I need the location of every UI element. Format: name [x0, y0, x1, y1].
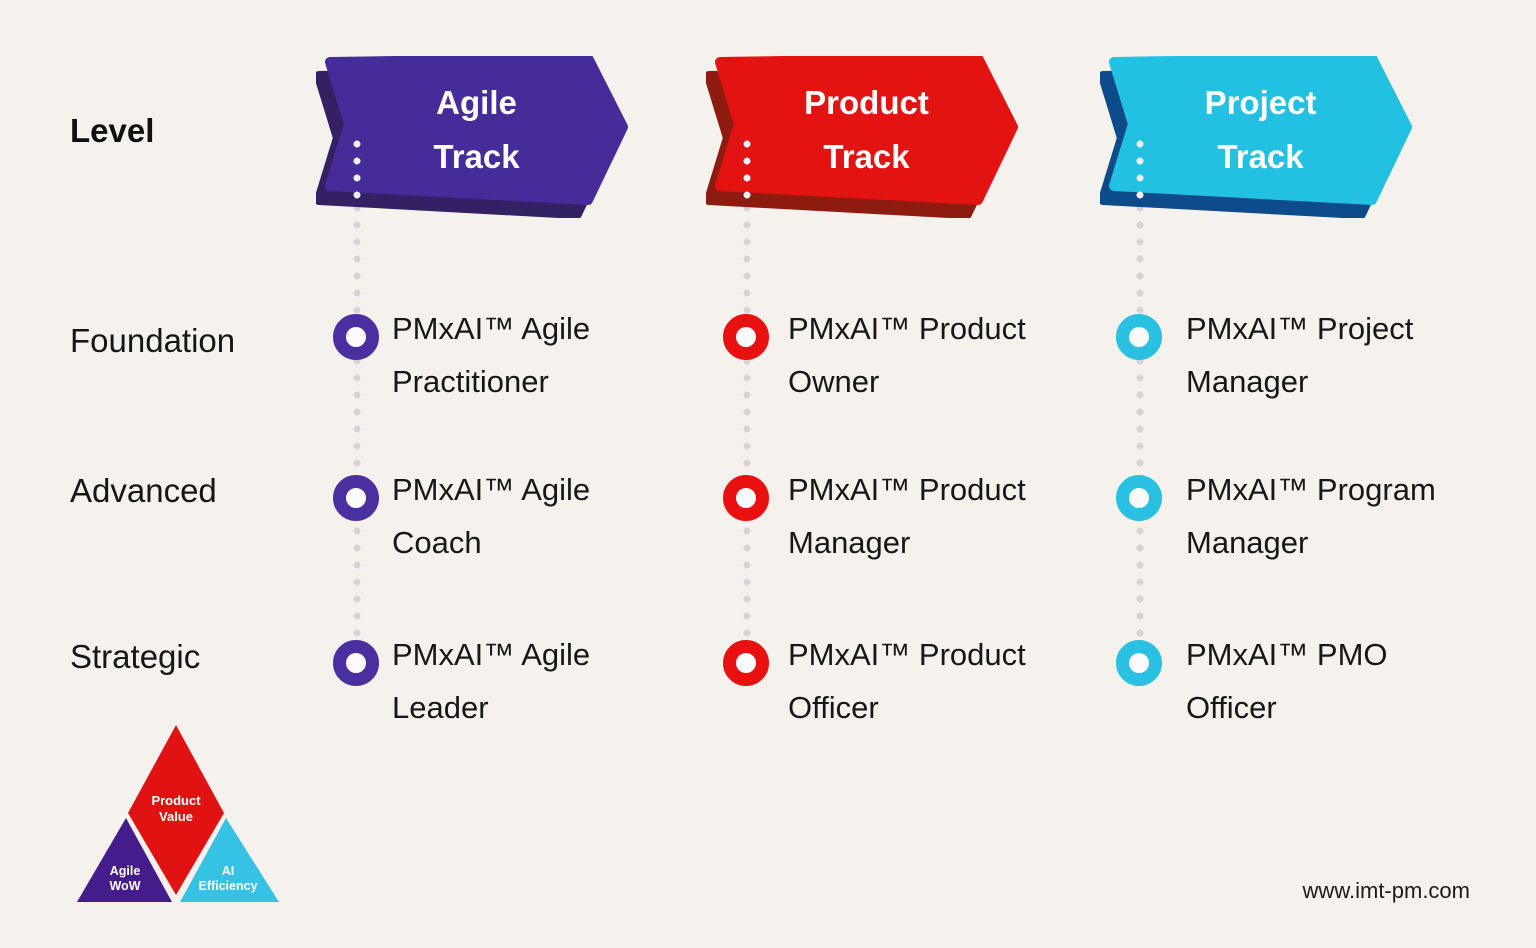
- marker-advanced-project: [1116, 475, 1162, 521]
- logo-agile-wow-triangle: [77, 818, 172, 902]
- logo-product-value-diamond: [128, 725, 224, 895]
- product-connector-dots-on-banner: [743, 140, 751, 202]
- product-track-banner: Product Track: [706, 56, 1028, 218]
- project-track-banner: Project Track: [1100, 56, 1422, 218]
- project-banner-arrow: [1109, 56, 1412, 205]
- cert-line1: PMxAI™ Product: [788, 637, 1026, 672]
- agile-track-title-line1: Agile: [436, 84, 517, 121]
- cert-foundation-product: PMxAI™ Product Owner: [788, 302, 1026, 408]
- logo-label-value: Value: [159, 809, 193, 824]
- project-connector-dots-on-banner: [1136, 140, 1144, 202]
- cert-line2: Manager: [1186, 364, 1309, 399]
- cert-line2: Manager: [1186, 525, 1309, 560]
- cert-strategic-project: PMxAI™ PMO Officer: [1186, 628, 1388, 734]
- row-label-foundation: Foundation: [70, 322, 236, 359]
- logo-label-agile: Agile: [110, 864, 141, 878]
- logo-label-ai: AI: [222, 864, 235, 878]
- product-connector-dots: [743, 204, 751, 640]
- marker-strategic-product: [723, 640, 769, 686]
- cert-line2: Coach: [392, 525, 482, 560]
- marker-foundation-agile: [333, 314, 379, 360]
- marker-foundation-product: [723, 314, 769, 360]
- marker-strategic-project: [1116, 640, 1162, 686]
- cert-line1: PMxAI™ Program: [1186, 472, 1436, 507]
- marker-advanced-product: [723, 475, 769, 521]
- logo-ai-efficiency-triangle: [180, 818, 279, 902]
- cert-line1: PMxAI™ Project: [1186, 311, 1414, 346]
- agile-track-banner: Agile Track: [316, 56, 638, 218]
- project-track-title-line1: Project: [1204, 84, 1317, 121]
- cert-line1: PMxAI™ PMO: [1186, 637, 1388, 672]
- agile-connector-dots: [353, 204, 361, 640]
- cert-strategic-product: PMxAI™ Product Officer: [788, 628, 1026, 734]
- cert-foundation-agile: PMxAI™ Agile Practitioner: [392, 302, 590, 408]
- project-track-title-line2: Track: [1217, 138, 1304, 175]
- cert-foundation-project: PMxAI™ Project Manager: [1186, 302, 1413, 408]
- logo-label-efficiency: Efficiency: [198, 879, 257, 893]
- marker-advanced-agile: [333, 475, 379, 521]
- logo-label-wow: WoW: [109, 879, 140, 893]
- pm-triangle-logo-icon: Product Value Agile WoW AI Efficiency: [77, 725, 279, 902]
- cert-line1: PMxAI™ Agile: [392, 637, 591, 672]
- agile-banner-arrow: [325, 56, 628, 205]
- product-track-title-line1: Product: [804, 84, 929, 121]
- cert-line2: Leader: [392, 690, 489, 725]
- cert-line2: Officer: [788, 690, 879, 725]
- cert-line2: Practitioner: [392, 364, 549, 399]
- product-track-title: Product Track: [720, 56, 1013, 184]
- cert-line2: Officer: [1186, 690, 1277, 725]
- agile-track-title: Agile Track: [330, 56, 623, 184]
- agile-banner-shape: [316, 56, 628, 218]
- cert-advanced-agile: PMxAI™ Agile Coach: [392, 463, 590, 569]
- agile-connector-dots-on-banner: [353, 140, 361, 202]
- cert-line2: Manager: [788, 525, 911, 560]
- row-label-strategic: Strategic: [70, 638, 201, 675]
- project-connector-dots: [1136, 204, 1144, 640]
- product-track-title-line2: Track: [823, 138, 910, 175]
- product-banner-shape: [706, 56, 1018, 218]
- website-url: www.imt-pm.com: [1302, 878, 1470, 903]
- cert-line1: PMxAI™ Product: [788, 311, 1026, 346]
- cert-advanced-project: PMxAI™ Program Manager: [1186, 463, 1436, 569]
- cert-line1: PMxAI™ Agile: [392, 472, 591, 507]
- logo-label-product: Product: [151, 793, 201, 808]
- row-label-advanced: Advanced: [70, 472, 217, 509]
- cert-line1: PMxAI™ Agile: [392, 311, 591, 346]
- cert-advanced-product: PMxAI™ Product Manager: [788, 463, 1026, 569]
- marker-foundation-project: [1116, 314, 1162, 360]
- product-banner-arrow: [715, 56, 1018, 205]
- level-header: Level: [70, 112, 155, 149]
- project-track-title: Project Track: [1114, 56, 1407, 184]
- cert-strategic-agile: PMxAI™ Agile Leader: [392, 628, 590, 734]
- cert-line1: PMxAI™ Product: [788, 472, 1026, 507]
- agile-track-title-line2: Track: [433, 138, 520, 175]
- marker-strategic-agile: [333, 640, 379, 686]
- project-banner-shape: [1100, 56, 1412, 218]
- cert-line2: Owner: [788, 364, 880, 399]
